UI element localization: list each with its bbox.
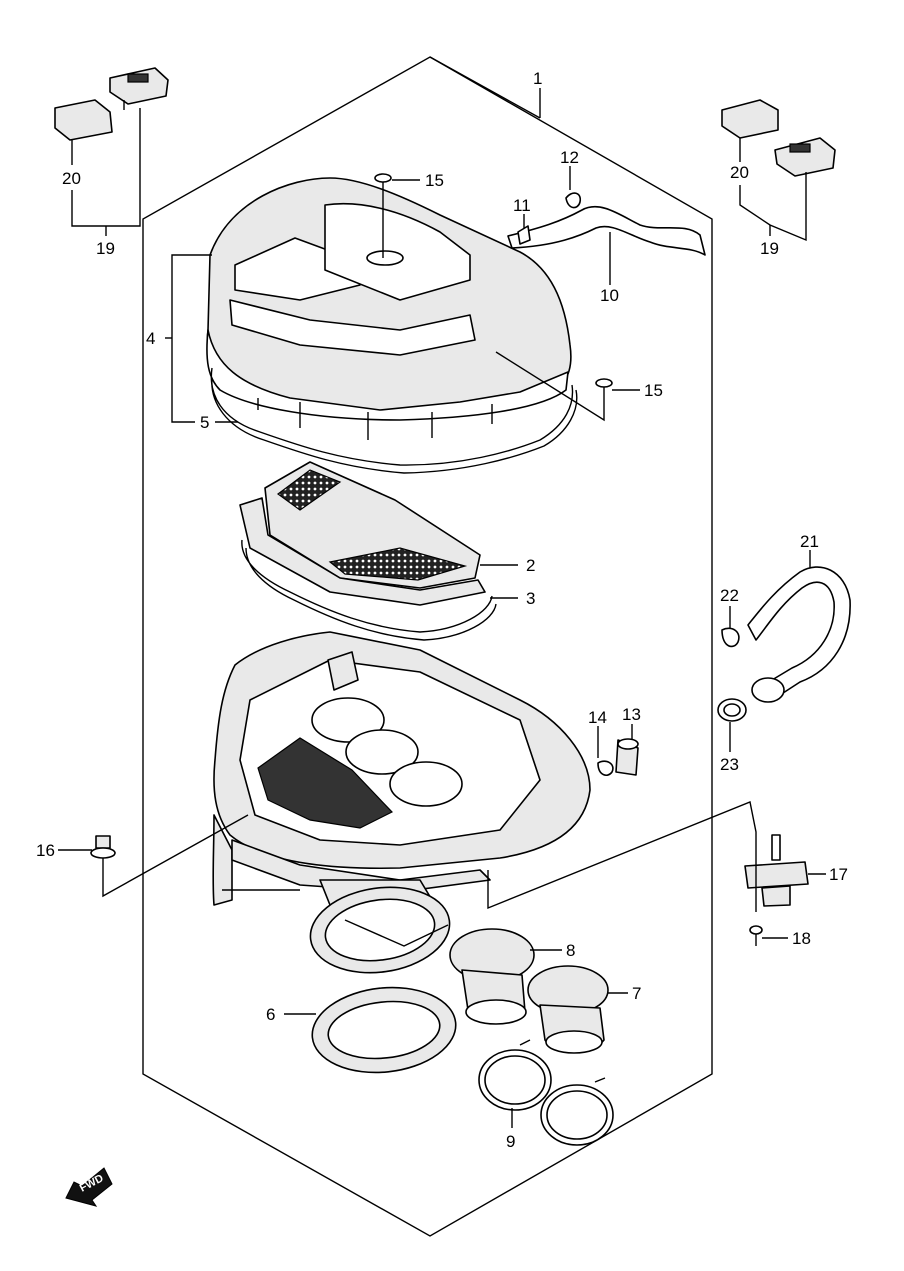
screw-15-top [374, 173, 392, 196]
clamp-23 [717, 698, 747, 722]
sensor-17 [744, 834, 809, 907]
hose-21 [747, 566, 851, 696]
label-part-14: 14 [588, 708, 607, 727]
label-part-13: 13 [622, 705, 641, 724]
label-part-4: 4 [146, 329, 155, 348]
label-part-8: 8 [566, 941, 575, 960]
clip-12 [565, 192, 582, 209]
intake-funnel-7 [527, 965, 609, 1054]
bolt-16 [90, 835, 116, 880]
label-part-6: 6 [266, 1005, 275, 1024]
duct-seal-6 [311, 986, 457, 1074]
leader-lines [58, 56, 826, 1128]
label-part-20-left: 20 [62, 169, 81, 188]
label-part-17: 17 [829, 865, 848, 884]
label-part-21: 21 [800, 532, 819, 551]
label-part-15-top: 15 [425, 171, 444, 190]
air-cleaner-cover [206, 177, 572, 440]
label-part-22: 22 [720, 586, 739, 605]
label-part-1: 1 [533, 69, 542, 88]
label-part-12: 12 [560, 148, 579, 167]
screw-15-right [595, 378, 613, 402]
label-part-9: 9 [506, 1132, 515, 1151]
label-part-23: 23 [720, 755, 739, 774]
clip-22 [721, 627, 740, 648]
label-part-20-right: 20 [730, 163, 749, 182]
connector-left [54, 67, 169, 141]
label-part-19-left: 19 [96, 239, 115, 258]
label-part-7: 7 [632, 984, 641, 1003]
element-gasket [241, 539, 497, 641]
air-cleaner-case [212, 631, 591, 906]
screw-18 [749, 925, 763, 946]
label-part-15-right: 15 [644, 381, 663, 400]
breather-hose-10 [507, 205, 706, 256]
fwd-arrow-icon: FWD [65, 1167, 113, 1207]
hose-21-end [751, 677, 785, 703]
label-part-11: 11 [513, 196, 531, 215]
clip-14 [597, 760, 614, 777]
label-part-19-right: 19 [760, 239, 779, 258]
cover-seal [210, 367, 578, 474]
label-part-5: 5 [200, 413, 209, 432]
assembly-outline [142, 56, 713, 1237]
label-part-2: 2 [526, 556, 535, 575]
label-part-3: 3 [526, 589, 535, 608]
label-part-16: 16 [36, 841, 55, 860]
duct-seal-upper [309, 886, 451, 974]
label-part-18: 18 [792, 929, 811, 948]
air-filter-element [239, 461, 486, 606]
connector-right [721, 99, 836, 177]
intake-funnel-8 [449, 928, 535, 1025]
funnel-clamps [478, 1039, 614, 1146]
plug-13 [615, 738, 639, 776]
label-part-10: 10 [600, 286, 619, 305]
clip-11 [517, 225, 531, 245]
